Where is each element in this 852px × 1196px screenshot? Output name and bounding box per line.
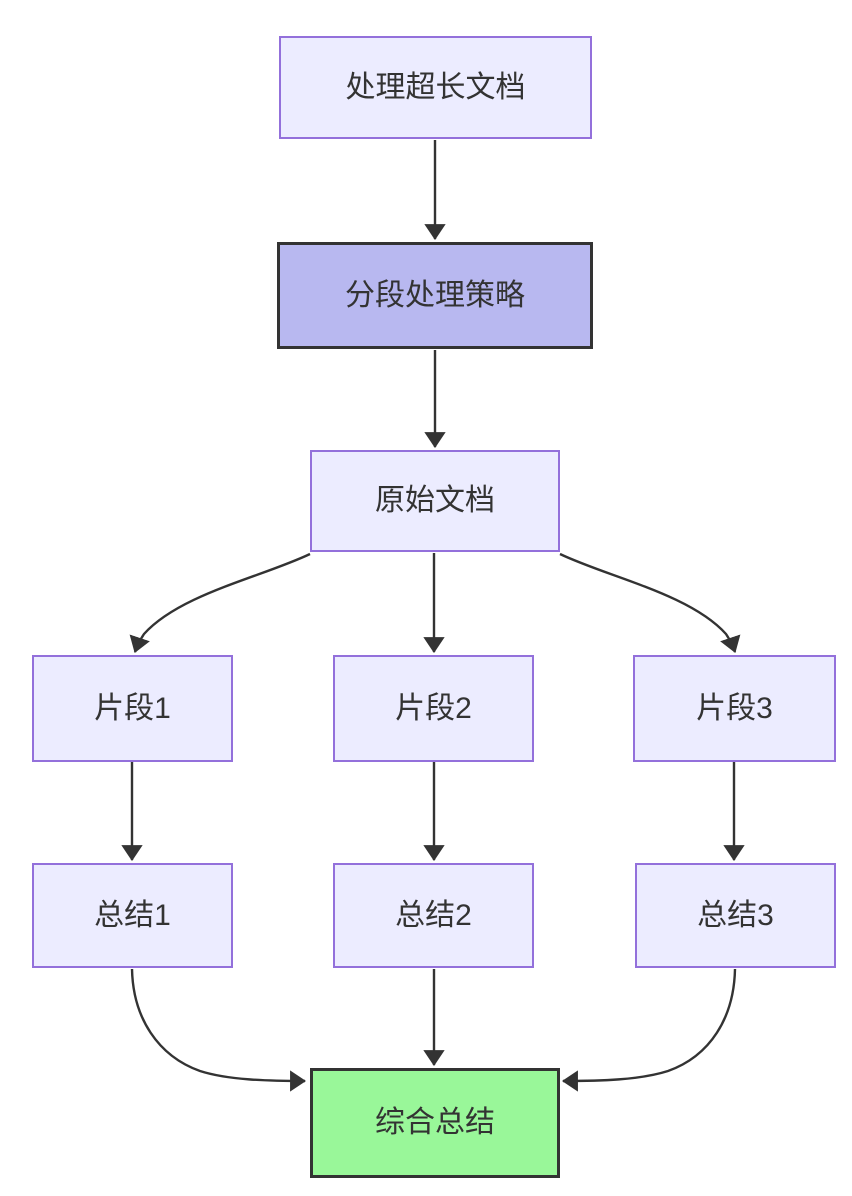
node-fragment-3: 片段3	[633, 655, 836, 762]
node-summary-3: 总结3	[635, 863, 836, 968]
node-label: 综合总结	[375, 1106, 495, 1139]
node-original-document: 原始文档	[310, 450, 560, 552]
node-label: 片段1	[94, 691, 171, 725]
node-label: 总结2	[395, 898, 472, 932]
edge-original-to-fragment3	[559, 552, 741, 654]
node-fragment-1: 片段1	[32, 655, 233, 762]
edge-original-to-fragment1	[129, 552, 311, 654]
node-label: 处理超长文档	[345, 70, 526, 104]
node-label: 原始文档	[375, 484, 495, 517]
node-process-long-document: 处理超长文档	[279, 36, 592, 139]
node-summary-1: 总结1	[32, 863, 233, 968]
node-label: 总结3	[697, 898, 774, 932]
node-label: 片段2	[395, 691, 472, 725]
node-label: 总结1	[94, 898, 171, 932]
node-label: 分段处理策略	[345, 278, 525, 312]
node-label: 片段3	[696, 691, 773, 725]
edge-summary1-to-final	[130, 968, 307, 1092]
node-segmentation-strategy: 分段处理策略	[277, 242, 593, 349]
node-fragment-2: 片段2	[333, 655, 534, 762]
node-summary-2: 总结2	[333, 863, 534, 968]
node-final-summary: 综合总结	[310, 1068, 560, 1178]
edge-summary3-to-final	[561, 968, 737, 1092]
